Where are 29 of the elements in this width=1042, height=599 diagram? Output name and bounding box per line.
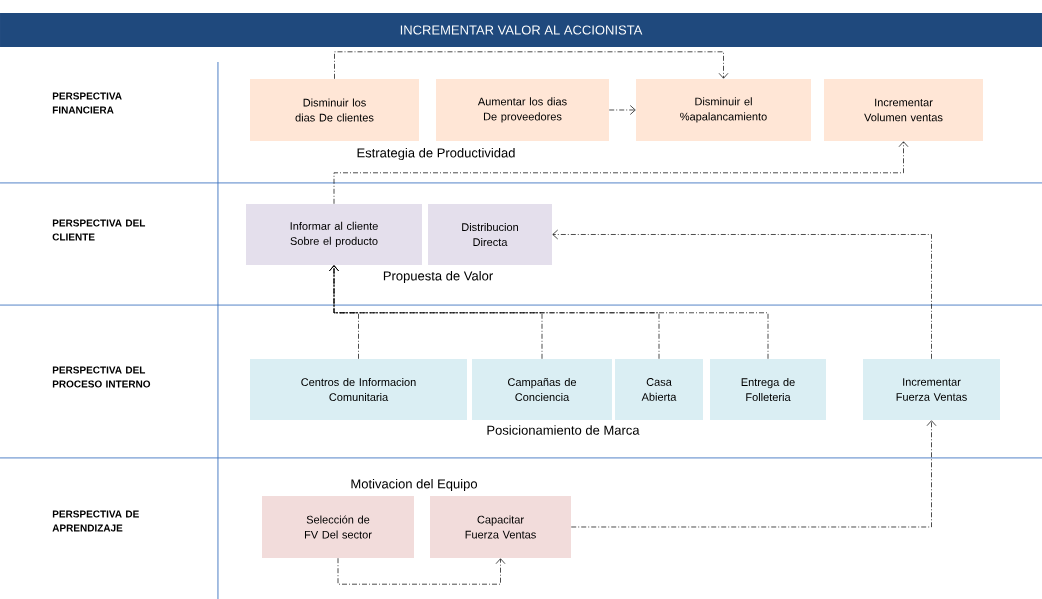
objective-box: Centros de Informacion Comunitaria bbox=[250, 359, 467, 420]
objective-box: Casa Abierta bbox=[615, 359, 703, 420]
arrow bbox=[552, 229, 932, 360]
group-label: Posicionamiento de Marca bbox=[487, 425, 640, 435]
objective-box: Informar al cliente Sobre el producto bbox=[246, 204, 422, 265]
perspective-label: PERSPECTIVA DEL CLIENTE bbox=[52, 219, 146, 241]
objective-box: Incrementar Fuerza Ventas bbox=[863, 359, 1000, 420]
perspective-label: PERSPECTIVA DE APRENDIZAJE bbox=[52, 510, 139, 532]
group-label: Propuesta de Valor bbox=[383, 270, 493, 284]
perspective-label: PERSPECTIVA FINANCIERA bbox=[52, 92, 122, 114]
objective-box: Capacitar Fuerza Ventas bbox=[430, 496, 571, 558]
objective-box: Distribucion Directa bbox=[428, 204, 552, 265]
perspective-label: PERSPECTIVA DEL PROCESO INTERNO bbox=[52, 366, 151, 388]
objective-box: Entrega de Folleteria bbox=[710, 359, 826, 420]
arrow bbox=[329, 265, 769, 360]
arrow bbox=[334, 51, 729, 80]
objective-box: Incrementar Volumen ventas bbox=[824, 79, 983, 141]
arrow bbox=[608, 105, 636, 115]
arrow bbox=[570, 420, 937, 528]
objective-box: Disminuir los dias De clientes bbox=[250, 79, 419, 141]
objective-box: Selección de FV Del sector bbox=[262, 496, 414, 558]
objective-box: Aumentar los dias De proveedores bbox=[436, 79, 609, 141]
arrow bbox=[337, 557, 506, 585]
arrow bbox=[333, 141, 909, 205]
group-label: Estrategia de Productividad bbox=[357, 147, 515, 161]
objective-box: Campañas de Conciencia bbox=[472, 359, 612, 420]
title-band: INCREMENTAR VALOR AL ACCIONISTA bbox=[0, 13, 1042, 47]
group-label: Motivacion del Equipo bbox=[351, 478, 477, 492]
objective-box: Disminuir el %apalancamiento bbox=[636, 79, 811, 141]
